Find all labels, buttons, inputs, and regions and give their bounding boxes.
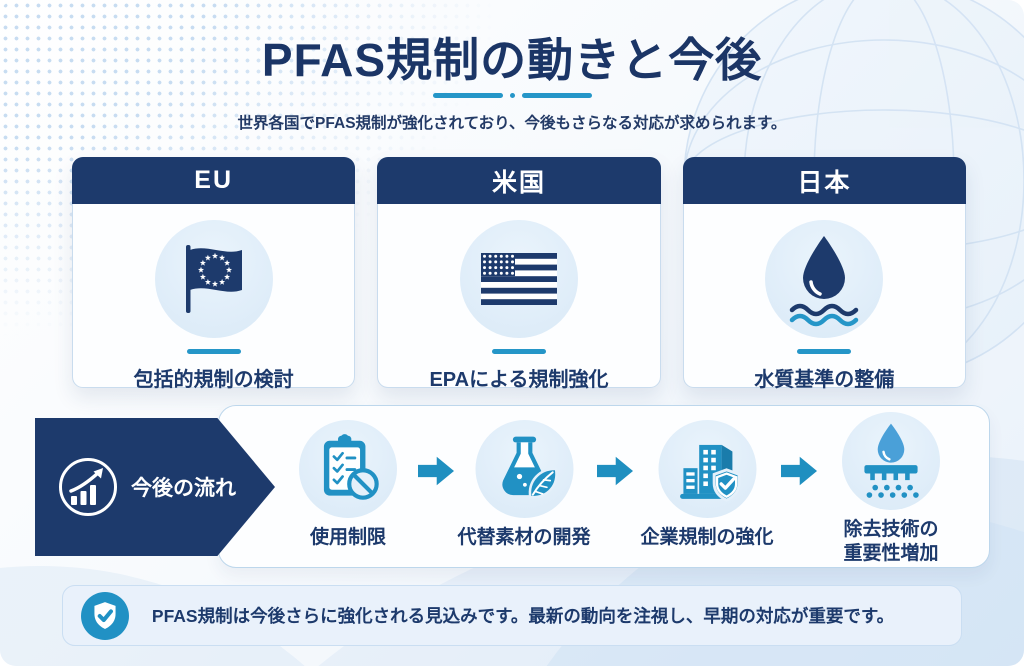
card-japan: 日本 水質基準の整備	[682, 157, 966, 391]
flow-step-label: 使用制限	[309, 527, 386, 548]
card-us-header: 米国	[377, 157, 661, 204]
corporate-shield-building-icon	[657, 420, 756, 518]
page-subtitle: 世界各国でPFAS規制が強化されており、今後もさらなる対応が求められます。	[237, 115, 787, 132]
region-cards: EU	[72, 157, 966, 391]
flow-container: 使用制限 代替素材の開発	[218, 405, 990, 568]
flow-step-removal-technology: 除去技術の重要性増加	[839, 412, 943, 566]
eu-flag-icon	[154, 220, 273, 338]
removal-filter-drop-icon	[842, 412, 940, 510]
growth-chart-icon	[59, 458, 117, 516]
card-divider	[186, 349, 241, 354]
flow-arrow-right-icon	[418, 456, 454, 486]
flow-arrow-right-icon	[597, 456, 633, 486]
card-japan-label: 水質基準の整備	[754, 368, 895, 391]
water-drop-waves-icon	[765, 220, 884, 338]
flow-step-alternative-materials: 代替素材の開発	[457, 420, 591, 550]
title-underline-decoration	[0, 93, 1024, 98]
flow-step-label: 代替素材の開発	[457, 527, 591, 548]
card-divider	[491, 349, 546, 354]
card-eu-label: 包括的規制の検討	[133, 368, 294, 391]
flow-step-label: 除去技術の重要性増加	[843, 519, 939, 564]
card-divider	[797, 349, 852, 354]
alternative-material-flask-icon	[474, 420, 573, 518]
card-us-label: EPAによる規制強化	[429, 368, 609, 391]
card-japan-header: 日本	[682, 157, 966, 204]
card-us: 米国	[377, 157, 661, 391]
card-eu: EU	[72, 157, 356, 391]
flow-banner-label: 今後の流れ	[131, 477, 236, 500]
page-title: PFAS規制の動きと今後	[261, 34, 763, 86]
flow-arrow-right-icon	[781, 456, 817, 486]
summary-note-bar: PFAS規制は今後さらに強化される見込みです。最新の動向を注視し、早期の対応が重…	[62, 585, 962, 646]
flow-step-restriction: 使用制限	[299, 420, 397, 550]
restriction-clipboard-icon	[299, 420, 397, 518]
us-flag-icon	[459, 220, 578, 338]
flow-step-label: 企業規制の強化	[640, 527, 774, 548]
flow-banner: 今後の流れ	[35, 418, 275, 556]
shield-check-icon	[81, 591, 129, 640]
summary-note-text: PFAS規制は今後さらに強化される見込みです。最新の動向を注視し、早期の対応が重…	[151, 606, 895, 626]
flow-step-corporate-regulation: 企業規制の強化	[640, 420, 774, 550]
card-eu-header: EU	[72, 157, 356, 204]
